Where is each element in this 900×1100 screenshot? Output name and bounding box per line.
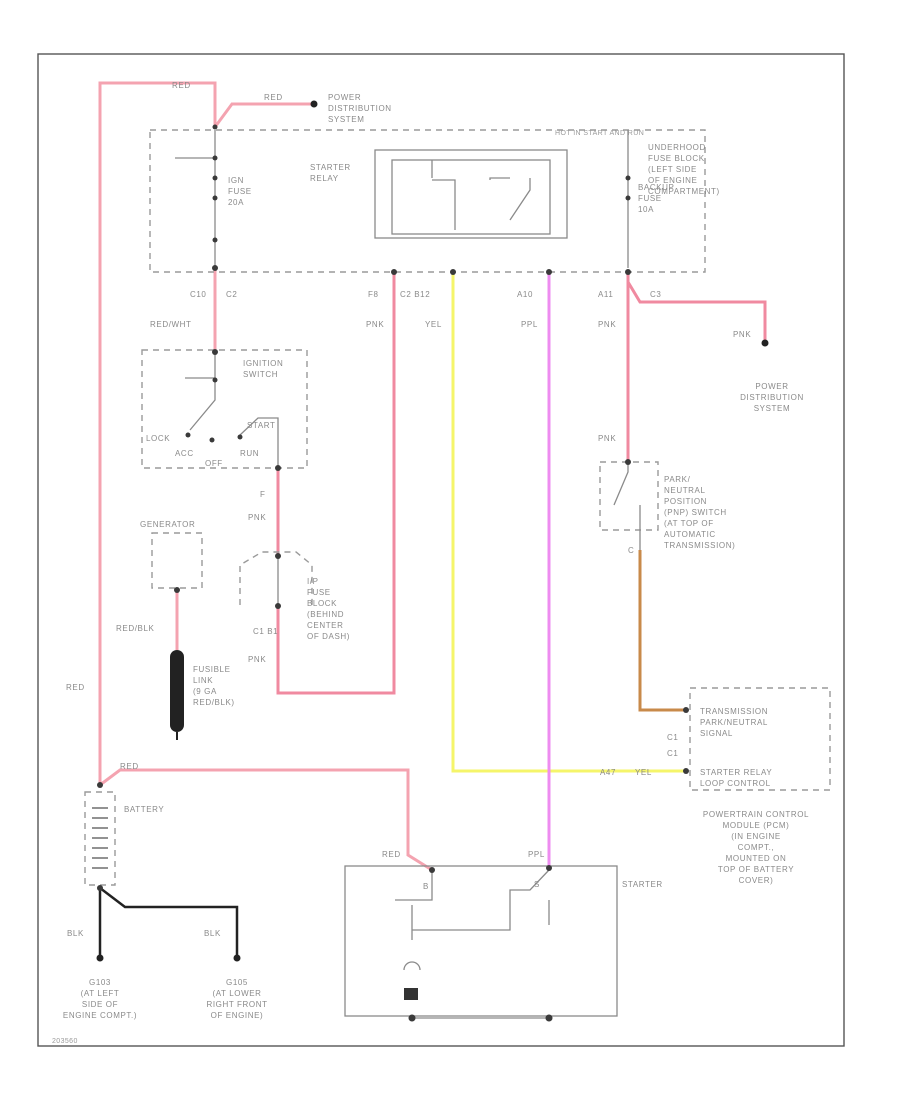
label-sw-run: RUN [240,449,259,458]
diagram-frame [37,53,845,1047]
pnp-switch-blade [613,462,629,506]
label-wire-red-pds: RED [264,93,283,102]
label-wire-ppl: PPL [521,320,538,329]
label-pin-c: C [628,546,634,555]
underhood-fuse-block-box [149,129,706,273]
starter-motor [403,961,421,971]
label-sw-start: START [247,421,275,430]
label-sw-acc: ACC [175,449,194,458]
ip-fuse-block-box [239,551,313,605]
label-wire-pnk-4: PNK [598,434,616,443]
ign-switch-start-contact [239,417,279,468]
label-pin-s: S [534,880,540,889]
label-conn-c10: C10 [190,290,206,299]
starter-coil [412,869,550,931]
label-pin-b: B [423,882,429,891]
label-wire-pnk-pds: PNK [733,330,751,339]
wire-orange-pnp [638,550,686,712]
label-battery: BATTERY [124,805,164,814]
label-wire-pnk-1: PNK [366,320,384,329]
wire-red-to-pds [213,102,312,128]
wire-red-main [98,81,217,785]
ignition-switch-box [141,349,308,469]
junction-nodes [96,100,769,1022]
wire-blk-2 [99,887,239,957]
starter-box [344,865,618,1017]
label-conn-a10: A10 [517,290,533,299]
label-wire-pnk-2: PNK [598,320,616,329]
label-wire-red-blk: RED/BLK [116,624,154,633]
label-wire-red-batt: RED [120,762,139,771]
wire-pnk-f8 [276,272,396,695]
label-wire-red-wht: RED/WHT [150,320,192,329]
label-sw-lock: LOCK [146,434,170,443]
label-wire-red-top: RED [172,81,191,90]
wire-yel [451,272,686,773]
label-conn-c1-b1: C1 B1 [253,627,278,636]
label-wire-red-st: RED [382,850,401,859]
label-hot-in-start: HOT IN START AND RUN [555,130,644,137]
generator-box [151,532,203,589]
label-wire-pnk-5: PNK [248,655,266,664]
label-conn-f8: F8 [368,290,379,299]
label-starter: STARTER [622,880,663,889]
wire-pnk-pds-right [626,281,767,342]
wire-red-starter [99,768,433,872]
label-wire-blk-1: BLK [67,929,84,938]
label-pin-c1-a: C1 [667,733,678,742]
relay-switch [432,179,456,230]
battery-cells [92,807,108,869]
relay-contact [509,178,531,221]
label-wire-blk-2: BLK [204,929,221,938]
starter-solenoid-contact [395,870,433,901]
label-conn-c3: C3 [650,290,661,299]
label-wire-ppl-st: PPL [528,850,545,859]
starter-relay-box [374,149,568,239]
label-conn-a11: A11 [598,290,613,299]
pnp-switch-box [599,461,659,531]
label-figure-id: 203560 [52,1038,78,1045]
label-wire-yel-pcm: YEL [635,768,652,777]
starter-motor-body [404,988,418,1000]
starter-relay-inner [391,159,551,235]
pcm-box [689,687,831,791]
label-pin-f: F [260,490,266,499]
ign-switch-blade [189,350,216,431]
label-wire-red-left: RED [66,683,85,692]
label-pin-a47: A47 [600,768,616,777]
label-wire-pnk-3: PNK [248,513,266,522]
label-conn-c2-left: C2 [226,290,237,299]
label-pin-c1-b: C1 [667,749,678,758]
fusible-link [170,650,184,732]
label-wire-yel: YEL [425,320,442,329]
label-conn-c2-b12: C2 B12 [400,290,430,299]
relay-link [489,177,510,180]
label-generator: GENERATOR [140,520,195,529]
label-sw-off: OFF [205,459,223,468]
